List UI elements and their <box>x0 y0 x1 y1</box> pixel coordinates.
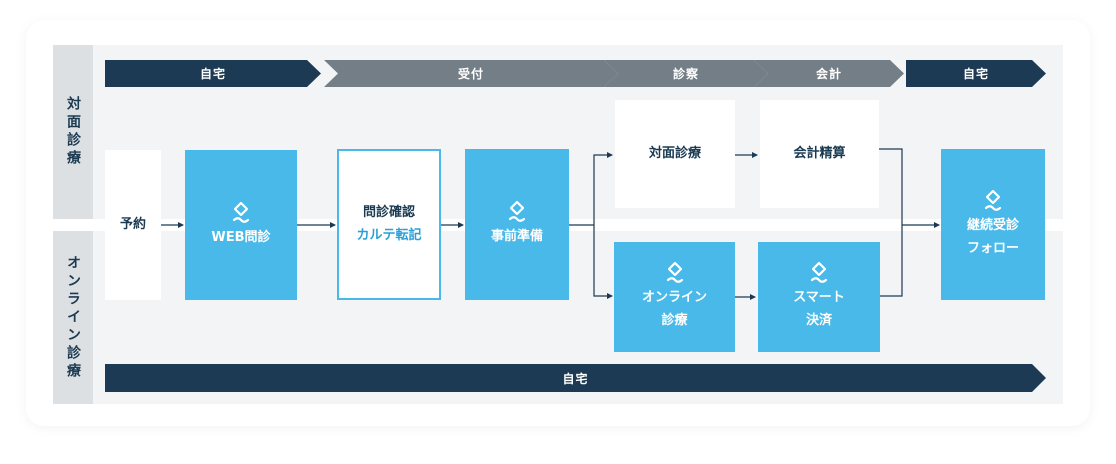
in-person-consult-label: 対面診療 <box>648 145 701 161</box>
stage-consultation-label: 診察 <box>672 67 699 81</box>
stage-accounting: 会計 <box>754 60 904 87</box>
preparation-box: 事前準備 <box>465 149 569 300</box>
questionnaire-check-label: 問診確認 <box>362 204 415 220</box>
in-person-consult-box: 対面診療 <box>615 100 735 208</box>
followup-label-2: フォロー <box>966 240 1019 256</box>
service-logo-icon <box>232 201 250 223</box>
stage-home-label: 自宅 <box>199 67 226 81</box>
chart-transfer-label: カルテ転記 <box>356 227 422 243</box>
arrow-to-online-consult <box>593 225 613 299</box>
reservation-label: 予約 <box>119 216 146 232</box>
stage-home: 自宅 <box>105 60 321 87</box>
arrow-smart-pay-merge <box>880 225 903 297</box>
online-consult-label-1: オンライン <box>641 290 707 306</box>
stage-consultation: 診察 <box>604 60 768 87</box>
service-logo-icon <box>508 201 526 222</box>
payment-box: 会計精算 <box>760 100 879 208</box>
lane-label-online-text: オンライン診療 <box>65 254 81 381</box>
followup-label-1: 継続受診 <box>966 217 1019 233</box>
questionnaire-check-box: 問診確認 カルテ転記 <box>337 149 441 300</box>
arrow-to-in-person-consult <box>593 152 613 225</box>
lane-label-in-person-text: 対面診療 <box>65 96 81 168</box>
smart-pay-label-1: スマート <box>793 290 845 306</box>
online-consult-label-2: 診療 <box>661 313 688 328</box>
web-questionnaire-box: WEB問診 <box>185 150 297 300</box>
stage-home-online-label: 自宅 <box>562 371 589 386</box>
arrow-payment-merge <box>879 148 903 225</box>
stage-home-online: 自宅 <box>105 364 1046 392</box>
web-questionnaire-label: WEB問診 <box>211 229 271 245</box>
payment-label: 会計精算 <box>793 145 846 161</box>
stage-home-end-label: 自宅 <box>962 67 989 81</box>
stage-accounting-label: 会計 <box>815 67 842 81</box>
service-logo-icon <box>984 189 1002 211</box>
service-logo-icon <box>666 262 683 284</box>
lane-label-online: オンライン診療 <box>53 231 93 404</box>
online-consult-box: オンライン 診療 <box>614 242 735 352</box>
lane-label-in-person: 対面診療 <box>53 45 93 219</box>
followup-box: 継続受診 フォロー <box>941 149 1045 300</box>
reservation-box: 予約 <box>105 150 161 300</box>
stage-reception: 受付 <box>324 60 618 87</box>
smart-pay-box: スマート 決済 <box>758 242 880 352</box>
preparation-label: 事前準備 <box>490 229 543 245</box>
stage-home-end: 自宅 <box>906 60 1046 87</box>
smart-pay-label-2: 決済 <box>805 313 832 328</box>
stage-reception-label: 受付 <box>457 67 484 81</box>
service-logo-icon <box>810 262 828 284</box>
